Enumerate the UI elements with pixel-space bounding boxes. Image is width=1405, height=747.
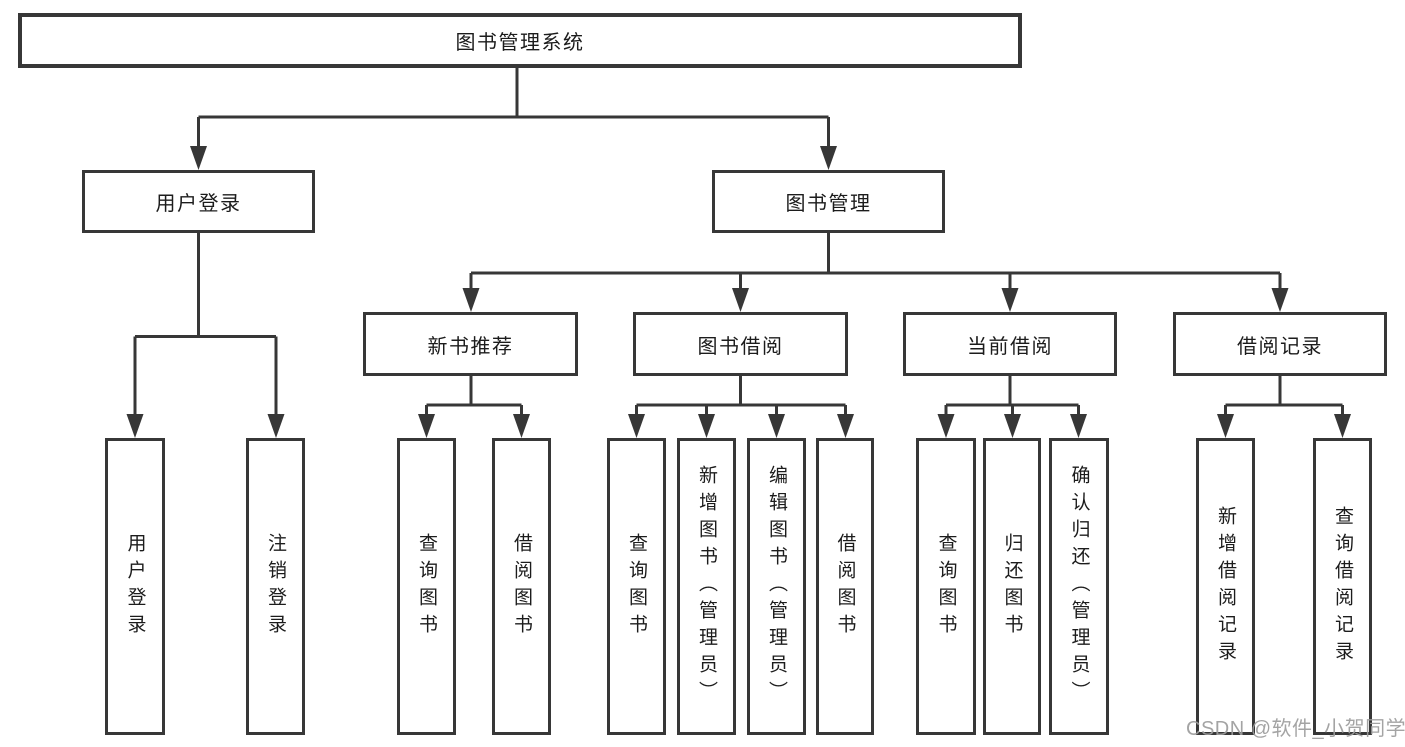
node-user-login: 用户登录 <box>82 170 315 233</box>
node-borrowing-records: 借阅记录 <box>1173 312 1387 376</box>
node-new-book-recommendation: 新书推荐 <box>363 312 578 376</box>
leaf-query-books-current: 查询图书 <box>916 438 976 735</box>
leaf-borrow-books: 借阅图书 <box>816 438 874 735</box>
leaf-query-books-recommend: 查询图书 <box>397 438 456 735</box>
leaf-add-borrow-record: 新增借阅记录 <box>1196 438 1255 735</box>
node-book-management: 图书管理 <box>712 170 945 233</box>
leaf-add-book-admin: 新增图书（管理员） <box>677 438 736 735</box>
node-book-borrowing: 图书借阅 <box>633 312 848 376</box>
leaf-query-books-borrowing: 查询图书 <box>607 438 666 735</box>
leaf-return-books: 归还图书 <box>983 438 1041 735</box>
leaf-user-login: 用户登录 <box>105 438 165 735</box>
node-current-borrowing: 当前借阅 <box>903 312 1117 376</box>
leaf-borrow-books-recommend: 借阅图书 <box>492 438 551 735</box>
leaf-logout: 注销登录 <box>246 438 305 735</box>
leaf-confirm-return-admin: 确认归还（管理员） <box>1049 438 1109 735</box>
leaf-edit-book-admin: 编辑图书（管理员） <box>747 438 806 735</box>
leaf-query-borrow-record: 查询借阅记录 <box>1313 438 1372 735</box>
watermark: CSDN @软件_小贺同学 <box>1186 718 1405 740</box>
node-library-management-system: 图书管理系统 <box>18 13 1022 68</box>
